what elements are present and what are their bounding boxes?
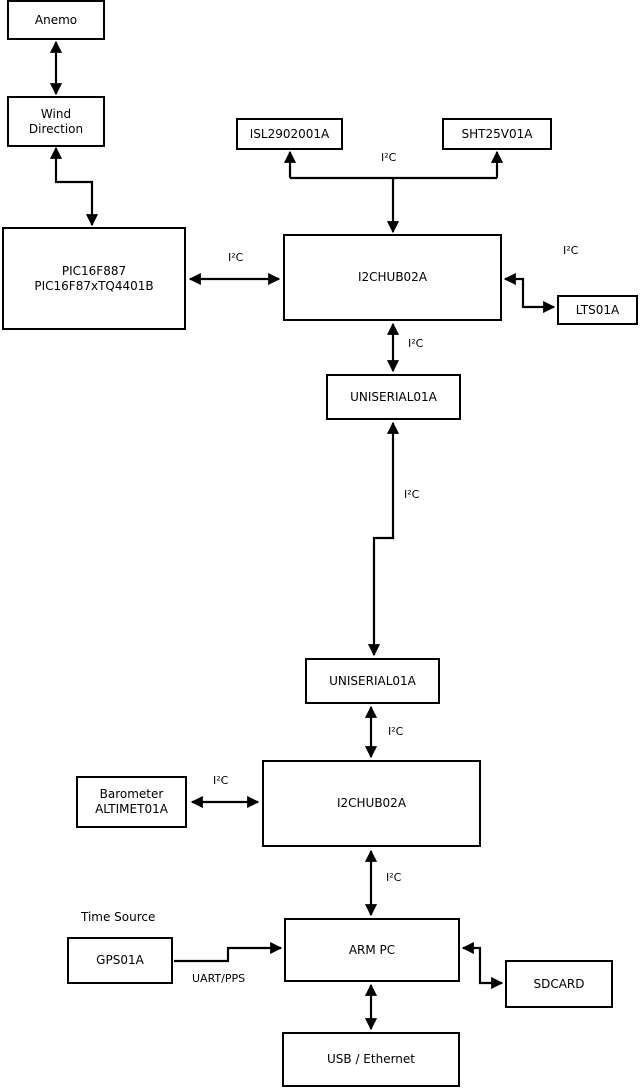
node-wind-direction[interactable]: Wind Direction <box>7 96 105 147</box>
edge-pic-wind <box>49 146 99 227</box>
edge-label-i2c-hub-uniserial: I²C <box>408 337 424 350</box>
node-lts01a-label: LTS01A <box>575 302 620 317</box>
edge-gps-arm <box>174 941 283 963</box>
node-gps01a-label: GPS01A <box>96 953 144 967</box>
node-isl2902001a[interactable]: ISL2902001A <box>236 118 343 150</box>
node-gps01a[interactable]: GPS01A <box>67 937 173 984</box>
node-uniserial01a-lower[interactable]: UNISERIAL01A <box>305 658 440 704</box>
node-lts01a[interactable]: LTS01A <box>557 295 638 325</box>
node-i2chub02a-top-label: I2CHUB02A <box>357 270 428 284</box>
node-sht25v01a[interactable]: SHT25V01A <box>442 118 552 150</box>
edge-uniserial-link <box>367 421 400 657</box>
node-isl2902001a-label: ISL2902001A <box>249 126 330 141</box>
edge-label-i2c-hub2-arm: I²C <box>386 871 402 884</box>
edge-label-i2c-uniserial-hub2: I²C <box>388 725 404 738</box>
node-barometer-altimet01a[interactable]: Barometer ALTIMET01A <box>76 776 187 828</box>
node-sht25v01a-label: SHT25V01A <box>461 126 533 141</box>
node-usb-ethernet[interactable]: USB / Ethernet <box>282 1032 460 1087</box>
node-usb-ethernet-label: USB / Ethernet <box>327 1052 415 1066</box>
edge-label-i2c-hub-lts: I²C <box>563 244 579 257</box>
node-uniserial01a-lower-label: UNISERIAL01A <box>329 673 416 688</box>
edge-arm-sdcard <box>461 941 504 990</box>
node-anemo-label: Anemo <box>34 12 78 27</box>
edge-label-i2c-uniserial-link: I²C <box>404 488 420 501</box>
edge-label-i2c-hub-sensors: I²C <box>381 151 397 164</box>
node-sdcard[interactable]: SDCARD <box>505 960 613 1008</box>
node-arm-pc[interactable]: ARM PC <box>284 918 460 982</box>
node-pic-mcu-label: PIC16F887 PIC16F87xTQ4401B <box>34 263 154 293</box>
node-uniserial01a-upper-label: UNISERIAL01A <box>350 389 437 404</box>
label-time-source: Time Source <box>81 910 156 924</box>
edge-label-i2c-pic-hub: I²C <box>228 251 244 264</box>
edge-hub-lts <box>503 272 556 314</box>
node-i2chub02a-top[interactable]: I2CHUB02A <box>283 234 502 321</box>
node-anemo[interactable]: Anemo <box>7 0 105 40</box>
node-arm-pc-label: ARM PC <box>348 942 396 957</box>
node-pic-mcu[interactable]: PIC16F887 PIC16F87xTQ4401B <box>2 227 186 330</box>
node-wind-direction-label: Wind Direction <box>28 106 84 136</box>
edge-label-uart-pps: UART/PPS <box>192 972 246 985</box>
node-sdcard-label: SDCARD <box>533 976 585 991</box>
edge-label-i2c-barometer-hub2: I²C <box>213 774 229 787</box>
node-barometer-altimet01a-label: Barometer ALTIMET01A <box>95 787 168 816</box>
node-uniserial01a-upper[interactable]: UNISERIAL01A <box>326 374 461 420</box>
node-i2chub02a-bottom-label: I2CHUB02A <box>336 796 407 810</box>
node-i2chub02a-bottom[interactable]: I2CHUB02A <box>262 760 481 847</box>
